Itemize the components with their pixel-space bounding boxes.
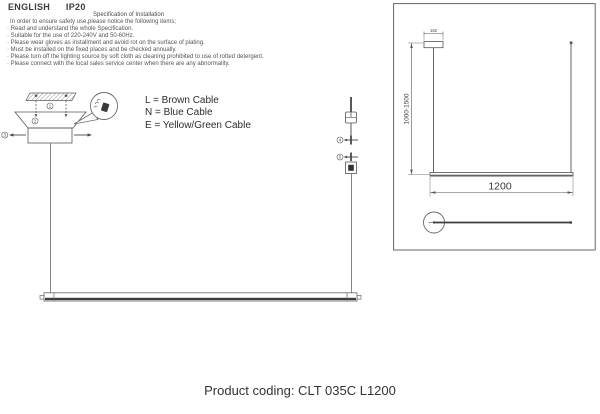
ceiling-hatch	[25, 92, 77, 101]
panel-fixture-bar	[429, 172, 574, 177]
ceiling-canopy	[14, 111, 87, 144]
product-coding: Product coding: CLT 035C L1200	[204, 383, 396, 398]
spec-item: · Please connect with the local sales se…	[7, 61, 230, 67]
dimension-panel: 162 1000-1500 1200	[393, 3, 596, 251]
spec-title: Specification of Installation	[93, 12, 165, 18]
spec-item: · Please turn off the lighting source by…	[7, 54, 264, 60]
cable-adjuster-detail: 4 5	[336, 97, 358, 174]
canopy-width-label: 162	[430, 28, 438, 33]
mount-callouts: 1 2 3	[1, 102, 54, 139]
cable-legend-live: L = Brown Cable	[145, 95, 219, 106]
installation-drawing: 1 2 3 4 5	[1, 92, 362, 302]
suspension-height-label: 1000-1500	[404, 93, 411, 124]
language-label: ENGLISH	[8, 2, 51, 12]
panel-top-view	[423, 211, 573, 234]
spec-item: · Read and understand the whole Specific…	[7, 26, 134, 32]
cable-legend: L = Brown Cable N = Blue Cable E = Yello…	[145, 95, 251, 132]
spec-item: · Must be installed on the fixed places …	[7, 47, 177, 53]
sheet-header: ENGLISH IP20	[8, 2, 86, 12]
panel-wire-anchor	[569, 41, 573, 45]
terminal-magnifier	[73, 92, 118, 125]
spec-intro: In order to ensure safety use,please not…	[10, 19, 177, 25]
spec-item: · Please wear gloves as installment and …	[7, 40, 205, 46]
panel-border	[393, 3, 596, 251]
spec-item: · Suitable for the use of 220-240V and 5…	[7, 33, 135, 39]
length-dimension: 1200	[429, 177, 574, 197]
cable-legend-neutral: N = Blue Cable	[145, 107, 213, 119]
height-dimension: 1000-1500	[404, 42, 429, 175]
linear-fixture-bar	[39, 292, 362, 302]
ip-rating-label: IP20	[65, 2, 86, 12]
specification-block: Specification of Installation In order t…	[7, 12, 317, 68]
side-screw-arrows	[9, 133, 92, 137]
fixture-length-label: 1200	[488, 181, 512, 193]
callout-5: 5	[339, 155, 342, 160]
callout-4: 4	[339, 138, 342, 143]
callout-2: 2	[34, 119, 37, 124]
callout-1: 1	[49, 104, 52, 109]
cable-legend-earth: E = Yellow/Green Cable	[145, 119, 251, 131]
callout-3: 3	[4, 133, 7, 138]
